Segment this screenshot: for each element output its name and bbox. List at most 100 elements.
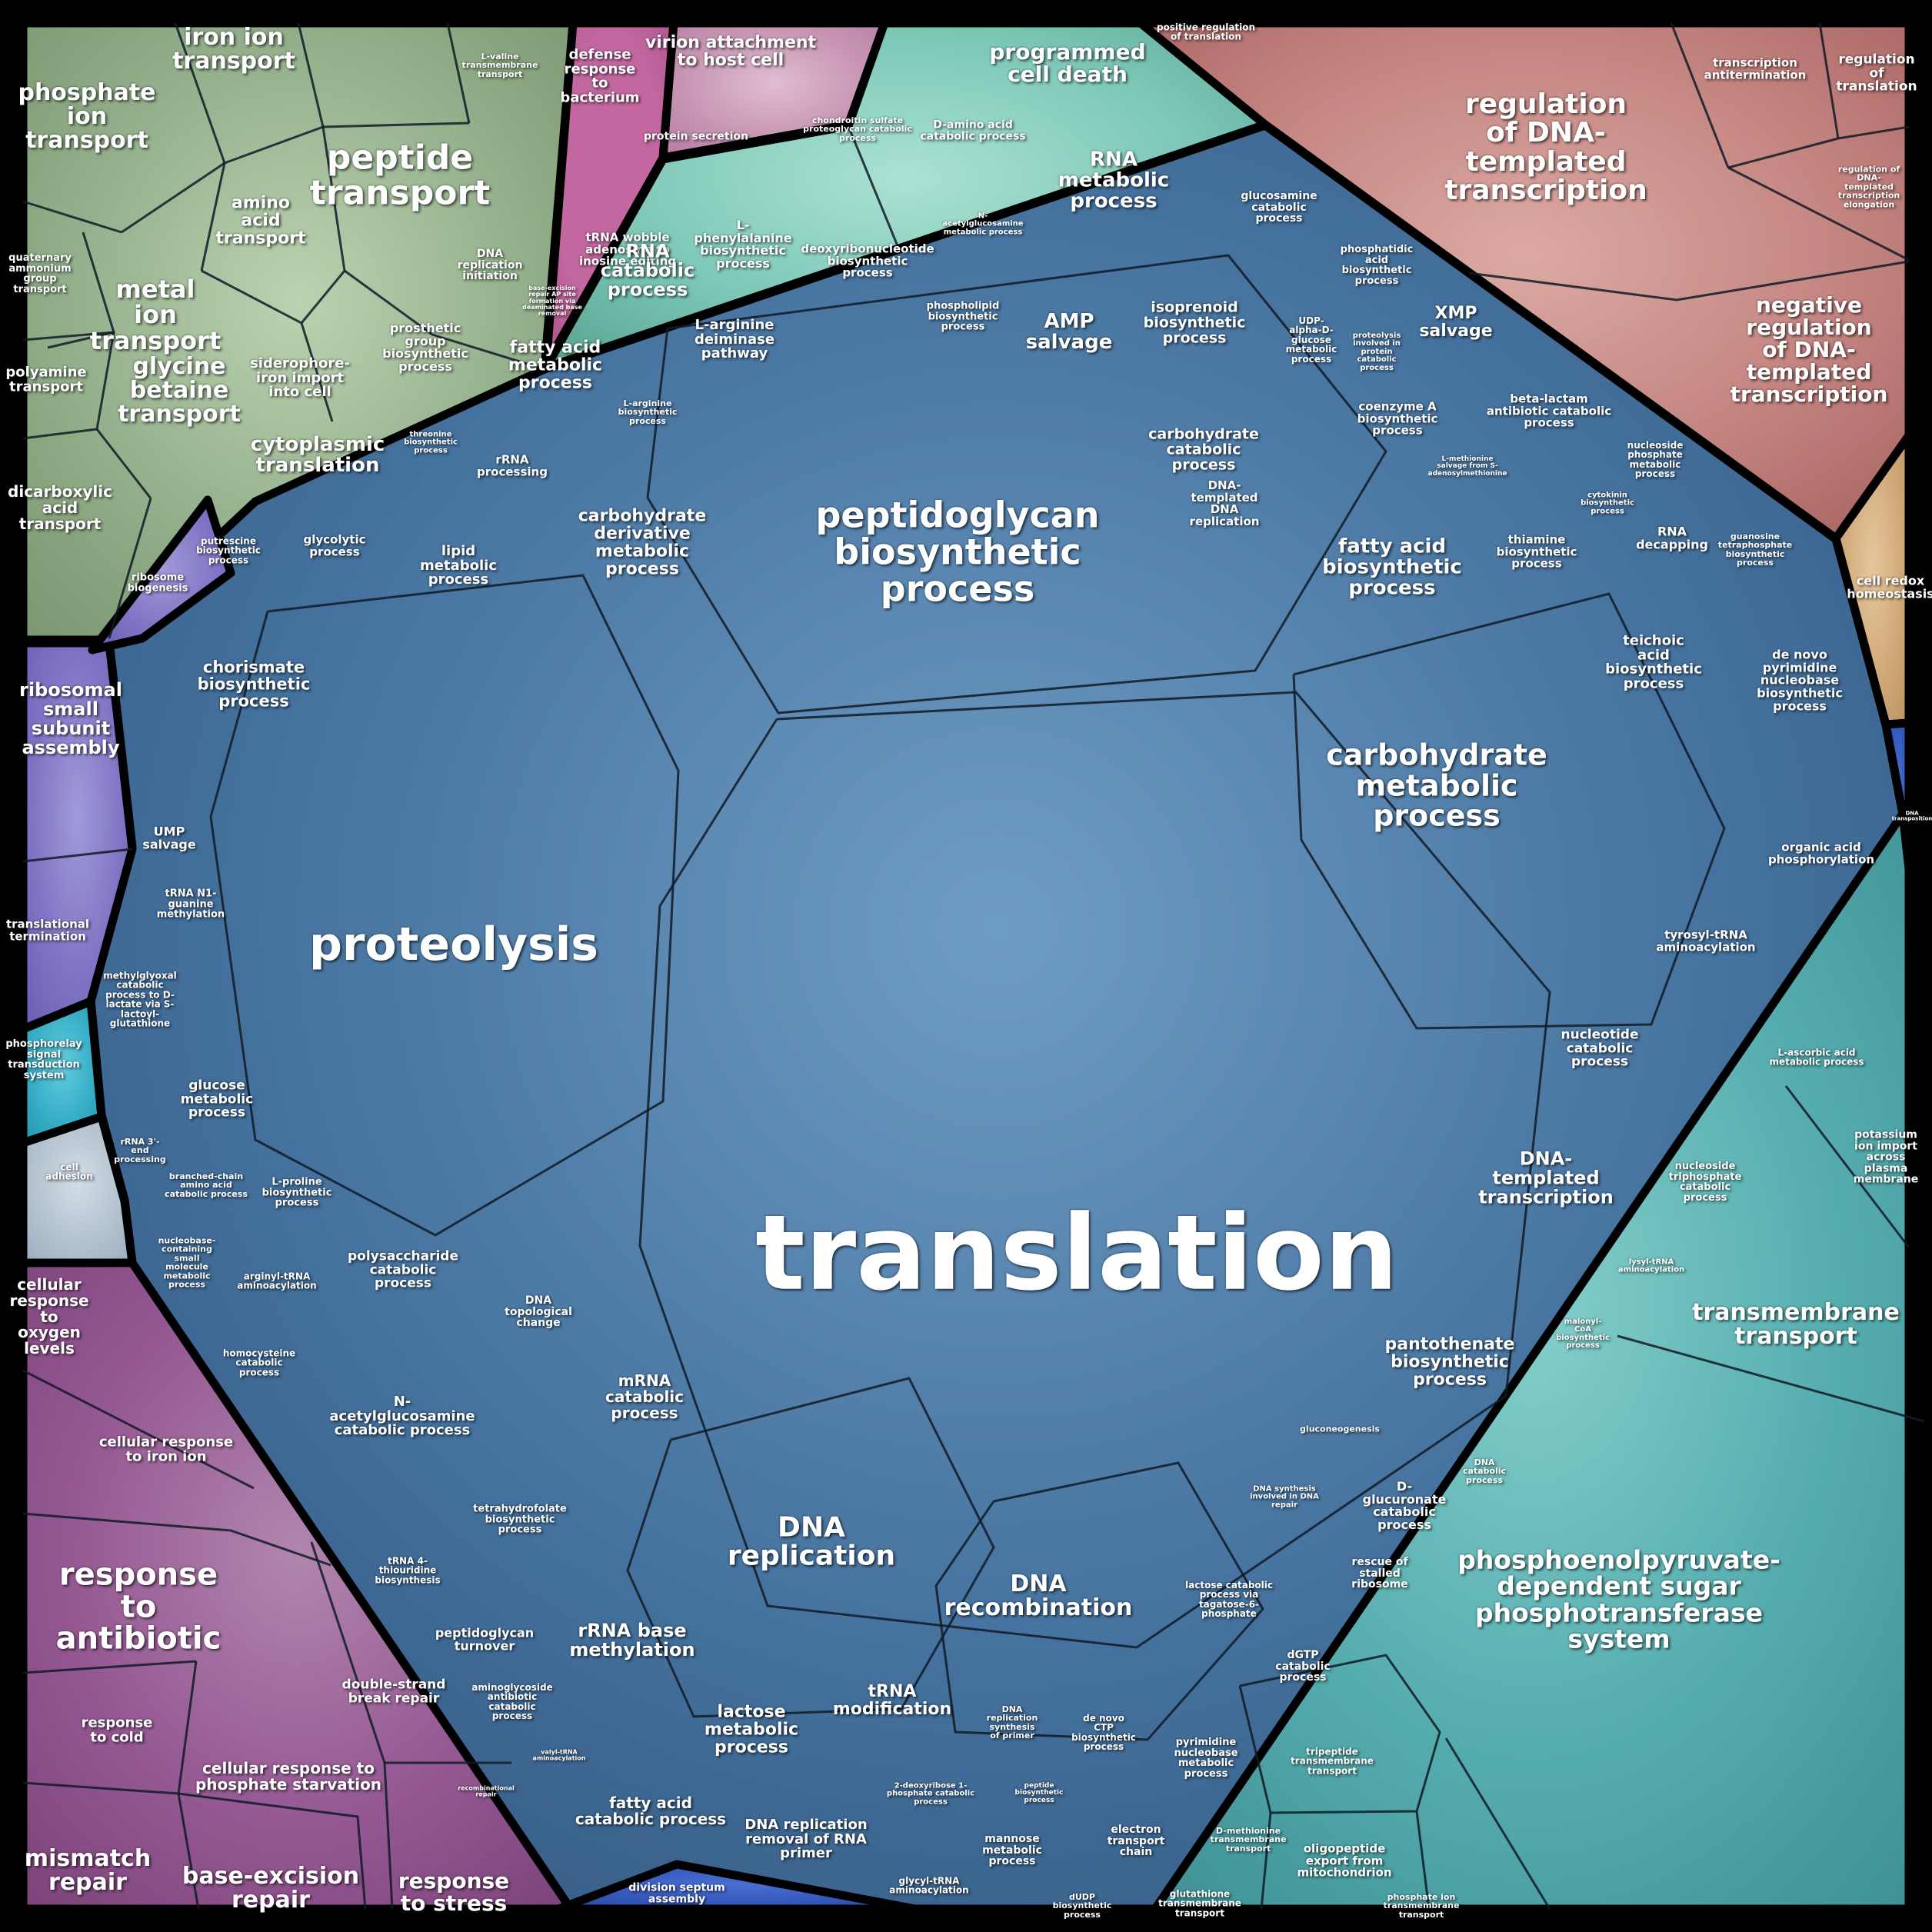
cell-peptidoglycan-biosynthetic-process[interactable]: peptidoglycan biosynthetic process bbox=[815, 494, 1100, 609]
cell-glutathione-transmembrane-transport[interactable]: glutathione transmembrane transport bbox=[1158, 1888, 1241, 1919]
cell-teichoic-acid-biosynthetic-process[interactable]: teichoic acid biosynthetic process bbox=[1605, 632, 1702, 692]
cell-glucose-metabolic-process[interactable]: glucose metabolic process bbox=[180, 1078, 254, 1121]
cell-dna-synthesis-involved-in-dna-repair[interactable]: DNA synthesis involved in DNA repair bbox=[1250, 1484, 1319, 1510]
cell-malonyl-coa-biosynthetic-process[interactable]: malonyl- CoA biosynthetic process bbox=[1556, 1317, 1610, 1351]
cell-mismatch-repair[interactable]: mismatch repair bbox=[24, 1844, 152, 1896]
cell-proteolysis-involved-in-protein-cataboli[interactable]: proteolysis involved in protein cataboli… bbox=[1352, 331, 1401, 372]
cell-response-to-cold[interactable]: response to cold bbox=[81, 1714, 153, 1745]
cell-trna-modification[interactable]: tRNA modification bbox=[832, 1682, 952, 1719]
cell-dgtp-catabolic-process[interactable]: dGTP catabolic process bbox=[1275, 1649, 1331, 1684]
cell-methylglyoxal-catabolic-process-to-d-lac[interactable]: methylglyoxal catabolic process to D- la… bbox=[103, 970, 177, 1029]
cell-protein-secretion[interactable]: protein secretion bbox=[644, 130, 748, 143]
cell-amp-salvage[interactable]: AMP salvage bbox=[1025, 309, 1113, 354]
cell-deoxyribonucleotide-biosynthetic-process[interactable]: deoxyribonucleotide biosynthetic process bbox=[801, 242, 934, 280]
cell-l-valine-transmembrane-transport[interactable]: L-valine transmembrane transport bbox=[461, 51, 538, 79]
cell-threonine-biosynthetic-process[interactable]: threonine biosynthetic process bbox=[404, 430, 458, 455]
cell-transcription-antitermination[interactable]: transcription antitermination bbox=[1704, 55, 1807, 82]
cell-carbohydrate-catabolic-process[interactable]: carbohydrate catabolic process bbox=[1148, 425, 1259, 473]
cell-cytoplasmic-translation[interactable]: cytoplasmic translation bbox=[250, 432, 385, 477]
cell-coenzyme-a-biosynthetic-process[interactable]: coenzyme A biosynthetic process bbox=[1357, 399, 1438, 438]
cell-l-proline-biosynthetic-process[interactable]: L-proline biosynthetic process bbox=[261, 1176, 332, 1209]
cell-l-arginine-deiminase-pathway[interactable]: L-arginine deiminase pathway bbox=[694, 316, 775, 362]
cell-chondroitin-sulfate-proteoglycan-catabol[interactable]: chondroitin sulfate proteoglycan catabol… bbox=[803, 115, 912, 143]
cell-rrna-base-methylation[interactable]: rRNA base methylation bbox=[569, 1620, 695, 1661]
cell-ump-salvage[interactable]: UMP salvage bbox=[142, 824, 196, 851]
cell-recombinational-repair[interactable]: recombinational repair bbox=[458, 1784, 515, 1798]
cell-phosphoenolpyruvate-dependent-sugar-phos[interactable]: phosphoenolpyruvate- dependent sugar pho… bbox=[1457, 1544, 1780, 1654]
cell-aminoglycoside-antibiotic-catabolic-proc[interactable]: aminoglycoside antibiotic catabolic proc… bbox=[471, 1682, 553, 1722]
cell-metal-ion-transport[interactable]: metal ion transport bbox=[89, 275, 222, 355]
cell-regulation-of-dna-templated-transcriptio[interactable]: regulation of DNA- templated transcripti… bbox=[1837, 164, 1900, 210]
cell-glycine-betaine-transport[interactable]: glycine betaine transport bbox=[118, 353, 241, 428]
cell-dna-replication[interactable]: DNA replication bbox=[727, 1511, 896, 1572]
cell-thiamine-biosynthetic-process[interactable]: thiamine biosynthetic process bbox=[1496, 532, 1577, 571]
cell-prosthetic-group-biosynthetic-process[interactable]: prosthetic group biosynthetic process bbox=[382, 320, 468, 374]
cell-lactose-metabolic-process[interactable]: lactose metabolic process bbox=[704, 1702, 799, 1757]
cell-homocysteine-catabolic-process[interactable]: homocysteine catabolic process bbox=[222, 1347, 296, 1378]
cell-peptide-biosynthetic-process[interactable]: peptide biosynthetic process bbox=[1014, 1781, 1064, 1804]
cell-nucleotide-catabolic-process[interactable]: nucleotide catabolic process bbox=[1561, 1027, 1639, 1070]
cell-glycolytic-process[interactable]: glycolytic process bbox=[303, 532, 366, 558]
cell-dna-templated-transcription[interactable]: DNA- templated transcription bbox=[1478, 1148, 1614, 1208]
cell-quaternary-ammonium-group-transport[interactable]: quaternary ammonium group transport bbox=[8, 251, 72, 295]
cell-dicarboxylic-acid-transport[interactable]: dicarboxylic acid transport bbox=[8, 481, 112, 533]
cell-2-deoxyribose-1-phosphate-catabolic-proc[interactable]: 2-deoxyribose 1- phosphate catabolic pro… bbox=[886, 1781, 975, 1807]
cell-l-arginine-biosynthetic-process[interactable]: L-arginine biosynthetic process bbox=[618, 398, 678, 426]
cell-organic-acid-phosphorylation[interactable]: organic acid phosphorylation bbox=[1767, 840, 1875, 866]
cell-regulation-of-dna-templated-transcriptio[interactable]: regulation of DNA- templated transcripti… bbox=[1444, 88, 1647, 207]
cell-polysaccharide-catabolic-process[interactable]: polysaccharide catabolic process bbox=[348, 1248, 458, 1291]
cell-d-amino-acid-catabolic-process[interactable]: D-amino acid catabolic process bbox=[920, 118, 1026, 142]
cell-arginyl-trna-aminoacylation[interactable]: arginyl-tRNA aminoacylation bbox=[237, 1271, 317, 1291]
cell-response-to-antibiotic[interactable]: response to antibiotic bbox=[55, 1557, 222, 1657]
cell-rescue-of-stalled-ribosome[interactable]: rescue of stalled ribosome bbox=[1351, 1556, 1408, 1591]
cell-lysyl-trna-aminoacylation[interactable]: lysyl-tRNA aminoacylation bbox=[1617, 1257, 1685, 1274]
cell-xmp-salvage[interactable]: XMP salvage bbox=[1419, 304, 1493, 341]
cell-beta-lactam-antibiotic-catabolic-process[interactable]: beta-lactam antibiotic catabolic process bbox=[1486, 391, 1612, 430]
cell-trna-wobble-adenosine-to-inosine-editing[interactable]: tRNA wobble adenosine to inosine editing bbox=[578, 230, 677, 268]
cell-polyamine-transport[interactable]: polyamine transport bbox=[5, 364, 87, 395]
cell-n-acetylglucosamine-catabolic-process[interactable]: N- acetylglucosamine catabolic process bbox=[329, 1393, 475, 1439]
cell-phospholipid-biosynthetic-process[interactable]: phospholipid biosynthetic process bbox=[926, 300, 1000, 333]
cell-phosphate-ion-transport[interactable]: phosphate ion transport bbox=[18, 79, 156, 155]
cell-rrna-3-end-processing[interactable]: rRNA 3'- end processing bbox=[114, 1136, 166, 1164]
cell-fatty-acid-catabolic-process[interactable]: fatty acid catabolic process bbox=[575, 1794, 727, 1828]
cell-dna-recombination[interactable]: DNA recombination bbox=[944, 1570, 1133, 1621]
cell-dna-catabolic-process[interactable]: DNA catabolic process bbox=[1462, 1457, 1507, 1485]
cell-peptide-transport[interactable]: peptide transport bbox=[309, 138, 491, 212]
cell-dna-replication-initiation[interactable]: DNA replication initiation bbox=[457, 248, 523, 283]
cell-guanosine-tetraphosphate-biosynthetic-pr[interactable]: guanosine tetraphosphate biosynthetic pr… bbox=[1717, 531, 1793, 568]
cell-phosphorelay-signal-transduction-system[interactable]: phosphorelay signal transduction system bbox=[5, 1038, 82, 1081]
cell-gluconeogenesis[interactable]: gluconeogenesis bbox=[1300, 1424, 1380, 1434]
cell-nucleoside-triphosphate-catabolic-proces[interactable]: nucleoside triphosphate catabolic proces… bbox=[1668, 1160, 1742, 1204]
cell-cellular-response-to-phosphate-starvatio[interactable]: cellular response to phosphate starvatio… bbox=[195, 1759, 382, 1794]
cell-de-novo-ctp-biosynthetic-process[interactable]: de novo CTP biosynthetic process bbox=[1071, 1713, 1136, 1753]
cell-mannose-metabolic-process[interactable]: mannose metabolic process bbox=[982, 1833, 1042, 1868]
cell-dna-transposition[interactable]: DNA transposition bbox=[1891, 810, 1932, 822]
cell-d-methionine-transmembrane-transport[interactable]: D-methionine transmembrane transport bbox=[1210, 1825, 1287, 1854]
cell-carbohydrate-derivative-metabolic-proces[interactable]: carbohydrate derivative metabolic proces… bbox=[578, 506, 707, 578]
cell-l-methionine-salvage-from-s-adenosylmeth[interactable]: L-methionine salvage from S- adenosylmet… bbox=[1427, 455, 1507, 478]
cell-division-septum-assembly[interactable]: division septum assembly bbox=[628, 1881, 725, 1905]
cell-nucleoside-phosphate-metabolic-process[interactable]: nucleoside phosphate metabolic process bbox=[1627, 440, 1684, 480]
cell-translation[interactable]: translation bbox=[755, 1192, 1398, 1314]
cell-trna-n1-guanine-methylation[interactable]: tRNA N1- guanine methylation bbox=[156, 888, 225, 921]
cell-siderophore-iron-import-into-cell[interactable]: siderophore- iron import into cell bbox=[250, 355, 350, 401]
cell-electron-transport-chain[interactable]: electron transport chain bbox=[1107, 1824, 1165, 1859]
cell-chorismate-biosynthetic-process[interactable]: chorismate biosynthetic process bbox=[197, 658, 311, 710]
cell-defense-response-to-bacterium[interactable]: defense response to bacterium bbox=[560, 46, 640, 106]
cell-programmed-cell-death[interactable]: programmed cell death bbox=[989, 38, 1146, 87]
cell-ribosomal-small-subunit-assembly[interactable]: ribosomal small subunit assembly bbox=[19, 679, 122, 758]
cell-udp-alpha-d-glucose-metabolic-process[interactable]: UDP- alpha-D- glucose metabolic process bbox=[1285, 315, 1337, 365]
cell-peptidoglycan-turnover[interactable]: peptidoglycan turnover bbox=[435, 1625, 535, 1653]
cell-transmembrane-transport[interactable]: transmembrane transport bbox=[1692, 1298, 1900, 1350]
cell-virion-attachment-to-host-cell[interactable]: virion attachment to host cell bbox=[645, 33, 817, 70]
cell-l-ascorbic-acid-metabolic-process[interactable]: L-ascorbic acid metabolic process bbox=[1769, 1047, 1864, 1068]
cell-cellular-response-to-iron-ion[interactable]: cellular response to iron ion bbox=[98, 1434, 234, 1464]
cell-dudp-biosynthetic-process[interactable]: dUDP biosynthetic process bbox=[1052, 1891, 1112, 1920]
cell-pantothenate-biosynthetic-process[interactable]: pantothenate biosynthetic process bbox=[1384, 1334, 1515, 1390]
cell-valyl-trna-aminoacylation[interactable]: valyl-tRNA aminoacylation bbox=[532, 1748, 586, 1762]
cell-cytokinin-biosynthetic-process[interactable]: cytokinin biosynthetic process bbox=[1581, 491, 1634, 516]
cell-ribosome-biogenesis[interactable]: ribosome biogenesis bbox=[127, 571, 188, 594]
cell-phosphatidic-acid-biosynthetic-process[interactable]: phosphatidic acid biosynthetic process bbox=[1340, 243, 1414, 287]
cell-branched-chain-amino-acid-catabolic-proc[interactable]: branched-chain amino acid catabolic proc… bbox=[165, 1171, 248, 1199]
